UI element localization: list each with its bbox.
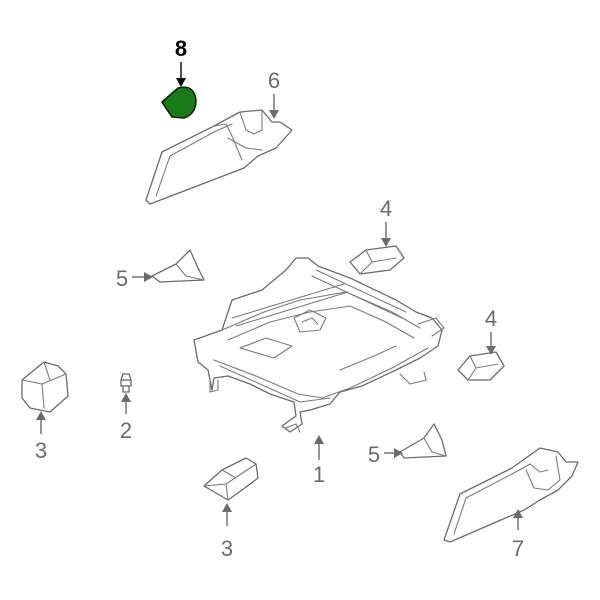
callout-label-8: 8	[175, 36, 187, 61]
part-6-side-shield[interactable]	[145, 109, 293, 205]
callout-label-1: 1	[313, 462, 325, 487]
callout-label-5-left: 5	[116, 266, 128, 291]
leader-1	[314, 435, 324, 460]
leader-3-lower	[222, 503, 232, 526]
callout-label-6: 6	[268, 68, 280, 93]
part-4-cover-upper[interactable]	[349, 245, 405, 275]
callout-label-7: 7	[512, 536, 524, 561]
leader-5-right	[384, 448, 403, 458]
callout-label-3-left: 3	[35, 438, 47, 463]
leader-6	[269, 94, 279, 119]
part-5-trim-right[interactable]	[399, 423, 447, 459]
part-5-trim-left[interactable]	[151, 249, 205, 283]
callout-label-4-upper: 4	[380, 196, 392, 221]
part-3-bracket-left[interactable]	[21, 361, 69, 413]
leader-3-left	[36, 411, 46, 434]
part-1-seat-track-frame[interactable]	[193, 257, 445, 433]
leader-4-upper	[381, 222, 391, 247]
callout-label-2: 2	[120, 418, 132, 443]
part-3-bracket-lower[interactable]	[203, 457, 259, 501]
leader-2	[121, 393, 131, 414]
part-8-cover-cap[interactable]	[161, 86, 197, 119]
part-7-side-shield[interactable]	[443, 447, 579, 543]
callout-label-3-lower: 3	[221, 536, 233, 561]
part-2-bolt[interactable]	[120, 373, 132, 393]
leader-7	[513, 509, 523, 530]
leader-8	[176, 62, 186, 87]
leader-5-left	[132, 272, 153, 282]
callout-label-5-right: 5	[368, 442, 380, 467]
callout-label-4-right: 4	[485, 306, 497, 331]
part-4-cover-right[interactable]	[457, 351, 505, 381]
leader-4-right	[486, 332, 496, 355]
